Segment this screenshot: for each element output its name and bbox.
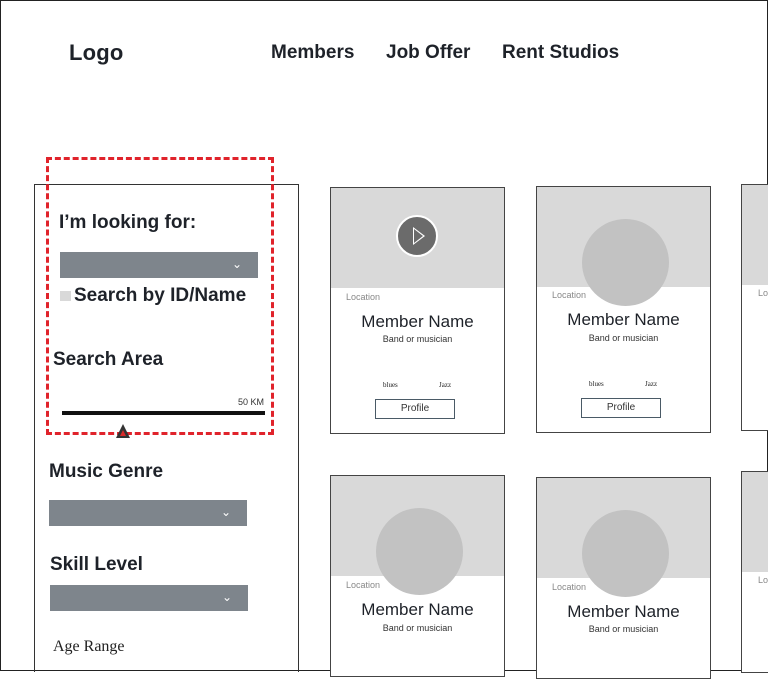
music-genre-select[interactable]: ⌄ xyxy=(49,500,247,526)
filter-panel xyxy=(34,184,299,672)
genre-tag: Jazz xyxy=(439,381,452,389)
member-role: Band or musician xyxy=(382,623,453,633)
genre-tag: blues xyxy=(383,381,398,389)
looking-for-select[interactable]: ⌄ xyxy=(60,252,258,278)
member-name: Member Name xyxy=(567,602,680,621)
slider-handle-inner xyxy=(120,430,126,436)
distance-slider-track[interactable] xyxy=(62,411,265,415)
chevron-down-icon: ⌄ xyxy=(220,505,231,519)
profile-button[interactable]: Profile xyxy=(581,398,661,418)
nav-job-offer[interactable]: Job Offer xyxy=(386,42,471,63)
location-label: Location xyxy=(552,290,587,300)
avatar xyxy=(582,510,669,597)
music-genre-label: Music Genre xyxy=(49,461,164,482)
avatar xyxy=(582,219,669,306)
skill-level-select[interactable]: ⌄ xyxy=(50,585,248,611)
member-card[interactable]: Location Member Name Band or musician bl… xyxy=(536,186,711,433)
member-role: Band or musician xyxy=(588,624,659,634)
profile-button[interactable]: Profile xyxy=(375,399,455,419)
member-card[interactable]: Location Member Name Band or musician bl… xyxy=(330,187,505,434)
genre-tag: blues xyxy=(589,380,604,388)
search-by-label: Search by ID/Name xyxy=(74,285,247,306)
photo-placeholder xyxy=(742,185,768,285)
member-name: Member Name xyxy=(361,600,474,619)
distance-max-label: 50 KM xyxy=(238,397,265,407)
age-range-label: Age Range xyxy=(53,638,125,655)
avatar xyxy=(376,508,463,595)
genre-tag: Jazz xyxy=(645,380,658,388)
chevron-down-icon: ⌄ xyxy=(221,590,232,604)
nav-rent-studios[interactable]: Rent Studios xyxy=(502,42,620,63)
member-role: Band or musician xyxy=(382,334,453,344)
member-card-partial[interactable]: Lo xyxy=(741,471,768,673)
member-card[interactable]: Location Member Name Band or musician xyxy=(330,475,505,677)
member-role: Band or musician xyxy=(588,333,659,343)
location-label: Location xyxy=(346,580,381,590)
looking-for-label: I’m looking for: xyxy=(59,212,197,233)
member-name: Member Name xyxy=(361,312,474,331)
play-icon[interactable] xyxy=(396,215,438,257)
skill-level-label: Skill Level xyxy=(50,554,143,575)
search-area-label: Search Area xyxy=(53,349,164,370)
location-label: Lo xyxy=(758,288,768,298)
member-name: Member Name xyxy=(567,310,680,329)
member-card[interactable]: Location Member Name Band or musician xyxy=(536,477,711,679)
location-label: Lo xyxy=(758,575,768,585)
chevron-down-icon: ⌄ xyxy=(231,257,242,271)
highlight-box xyxy=(46,157,274,435)
photo-placeholder xyxy=(742,472,768,572)
member-card-partial[interactable]: Lo xyxy=(741,184,768,431)
search-by-checkbox[interactable] xyxy=(60,291,71,301)
location-label: Location xyxy=(346,292,381,302)
logo[interactable]: Logo xyxy=(69,40,124,65)
location-label: Location xyxy=(552,582,587,592)
nav-members[interactable]: Members xyxy=(271,42,355,63)
